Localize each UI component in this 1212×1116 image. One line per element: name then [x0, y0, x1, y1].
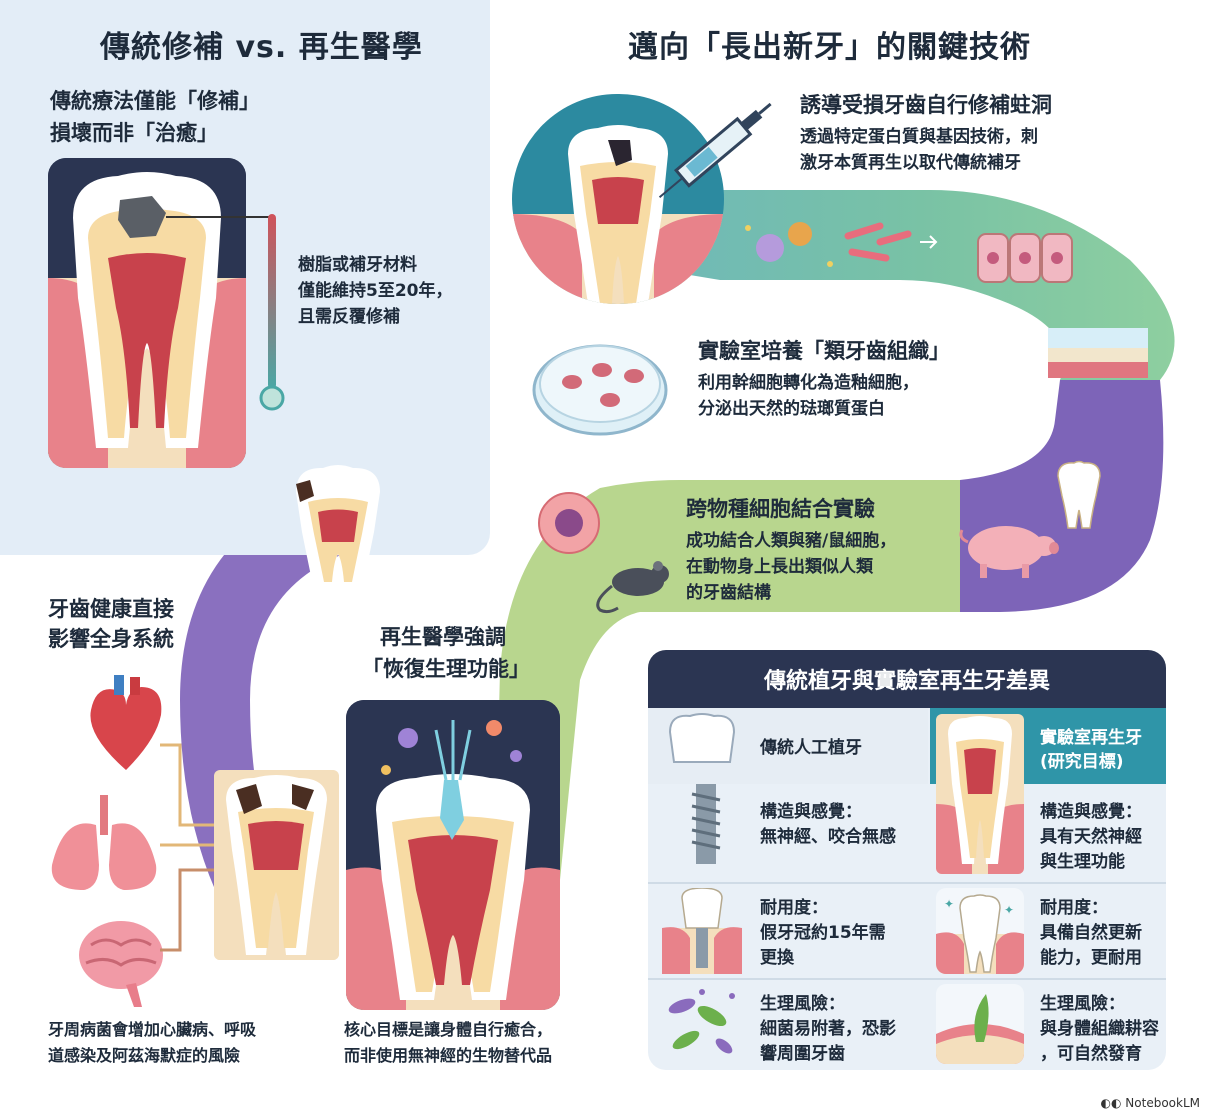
risk-line-2: 道感染及阿茲海默症的風險	[48, 1046, 241, 1065]
svg-text:✦: ✦	[944, 897, 954, 911]
col-implant-label: 傳統人工植牙	[760, 738, 862, 758]
natural-tooth-illustration: ✦ ✦	[936, 894, 1024, 974]
regen-line-1: 再生醫學強調	[380, 625, 506, 649]
r2-left-line-2: 假牙冠約15年需	[760, 923, 886, 943]
r1-left-line-1: 構造與感覺：	[760, 802, 862, 822]
tech1-line-1: 透過特定蛋白質與基因技術，刺	[800, 127, 1038, 147]
filled-tooth-card	[48, 158, 246, 468]
decayed-tooth-icon	[296, 465, 380, 590]
regen-line-2: 「恢復生理功能」	[362, 657, 530, 681]
r3-left-line-3: 響周圍牙齒	[760, 1044, 845, 1064]
implant-screw-icon	[691, 784, 721, 864]
implant-crown-icon	[668, 713, 736, 763]
tech3-line-1: 成功結合人類與豬/鼠細胞，	[686, 531, 897, 551]
col-regen-label-2: (研究目標)	[1040, 752, 1124, 772]
r2-right-line-2: 具備自然更新	[1040, 923, 1142, 943]
notebooklm-logo: ◐◐ NotebookLM	[1101, 1096, 1200, 1110]
logo-icon: ◐◐	[1100, 1096, 1126, 1110]
enamel-layer-icon	[1048, 328, 1148, 378]
filling-line-1: 樹脂或補牙材料	[298, 255, 417, 275]
green-ribbon	[495, 480, 960, 880]
cell-tissue-icon	[977, 233, 1073, 283]
comparison-table: 傳統植牙與實驗室再生牙差異 傳統人工植牙 實驗室再生牙 (研究目標) 構造與感覺…	[648, 650, 1166, 1070]
tech2-title: 實驗室培養「類牙齒組織」	[698, 339, 950, 363]
r1-left-line-2: 無神經、咬合無感	[760, 827, 896, 847]
regen-tooth-tile	[936, 714, 1024, 874]
crown-implant-icon	[662, 888, 742, 974]
filling-line-3: 且需反覆修補	[298, 307, 400, 327]
regeneration-illustration	[346, 700, 560, 1010]
single-cell-icon	[538, 492, 600, 554]
heart-icon	[90, 675, 162, 770]
risk-line-1: 牙周病菌會增加心臟病、呼吸	[48, 1020, 257, 1039]
systemic-line-1: 牙齒健康直接	[48, 597, 174, 621]
tech1-line-2: 激牙本質再生以取代傳統補牙	[800, 153, 1021, 173]
gum-sprout-tile	[936, 984, 1024, 1064]
diseased-tooth-card	[214, 770, 339, 960]
systemic-line-2: 影響全身系統	[48, 627, 174, 651]
r1-right-line-2: 具有天然神經	[1040, 827, 1142, 847]
r3-right-line-2: 與身體組織耕容	[1040, 1019, 1159, 1039]
pointer-line	[166, 216, 270, 218]
dentin-cells-icon	[745, 222, 938, 267]
r2-right-line-3: 能力，更耐用	[1040, 948, 1142, 968]
tech2-line-2: 分泌出天然的琺瑯質蛋白	[698, 399, 885, 419]
row-divider-2	[648, 978, 1166, 980]
r3-left-line-2: 細菌易附著，恐影	[760, 1019, 896, 1039]
pig-icon	[959, 526, 1059, 578]
regeneration-card	[346, 700, 560, 1010]
bacteria-icon	[668, 989, 735, 1054]
limit-line-2: 損壞而非「治癒」	[50, 121, 218, 145]
brain-icon	[79, 921, 163, 1007]
r2-left-line-1: 耐用度：	[760, 898, 828, 918]
limit-line-1: 傳統療法僅能「修補」	[50, 89, 260, 113]
right-title: 邁向「長出新牙」的關鍵技術	[628, 30, 1031, 65]
grown-tooth-icon	[1057, 460, 1101, 529]
svg-text:✦: ✦	[1004, 903, 1014, 917]
goal-line-1: 核心目標是讓身體自行癒合，	[344, 1020, 553, 1039]
tech1-title: 誘導受損牙齒自行修補蛀洞	[800, 93, 1052, 117]
r3-right-line-3: ，可自然發育	[1040, 1044, 1142, 1064]
mouse-icon	[596, 561, 669, 614]
logo-text: NotebookLM	[1125, 1096, 1200, 1110]
r2-right-line-1: 耐用度：	[1040, 898, 1108, 918]
r3-right-line-1: 生理風險：	[1040, 994, 1125, 1014]
r2-left-line-3: 更換	[760, 948, 794, 968]
table-title: 傳統植牙與實驗室再生牙差異	[648, 650, 1166, 708]
diseased-tooth-illustration	[214, 775, 339, 960]
left-title: 傳統修補 vs. 再生醫學	[100, 30, 423, 65]
tech3-line-2: 在動物身上長出類似人類	[686, 557, 873, 577]
goal-line-2: 而非使用無神經的生物替代品	[344, 1046, 553, 1065]
tech3-title: 跨物種細胞結合實驗	[686, 497, 875, 521]
thermometer-icon	[259, 214, 285, 411]
filled-tooth-illustration	[48, 158, 246, 468]
col-regen-label-1: 實驗室再生牙	[1040, 728, 1142, 748]
r1-right-line-3: 與生理功能	[1040, 852, 1125, 872]
regen-tooth-illustration	[936, 716, 1024, 874]
tech3-line-3: 的牙齒結構	[686, 583, 771, 603]
syringe-icon	[658, 102, 772, 198]
natural-tooth-tile: ✦ ✦	[936, 888, 1024, 974]
tech2-line-1: 利用幹細胞轉化為造釉細胞，	[698, 373, 919, 393]
row-divider-1	[648, 882, 1166, 884]
petri-dish-icon	[532, 344, 668, 436]
filling-line-2: 僅能維持5至20年，	[298, 281, 453, 301]
gum-sprout-illustration	[936, 994, 1024, 1064]
r3-left-line-1: 生理風險：	[760, 994, 845, 1014]
r1-right-line-1: 構造與感覺：	[1040, 802, 1142, 822]
lungs-icon	[51, 795, 157, 890]
